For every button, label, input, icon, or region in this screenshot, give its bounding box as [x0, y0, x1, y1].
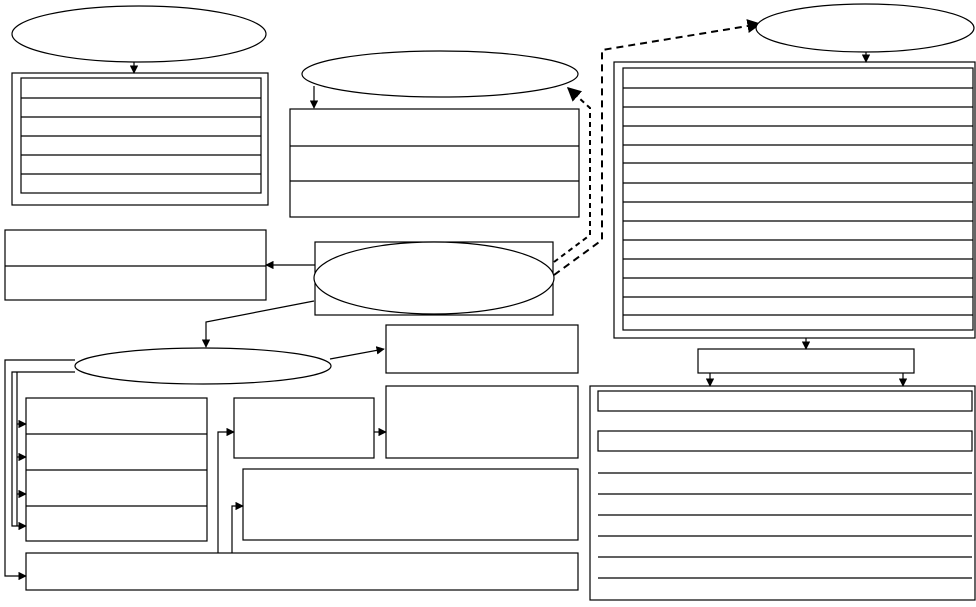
right-big-list-outer — [613, 61, 976, 339]
top-middle-ellipse — [301, 50, 579, 98]
dashed-connector-to-middle — [553, 87, 591, 263]
arrow-lower-to-right-box — [329, 346, 385, 360]
connector-to-middle-small — [217, 427, 235, 553]
middle-list-rows — [290, 145, 579, 182]
right-bottom-list-inner-2 — [597, 430, 973, 452]
right-bottom-list-outer — [589, 385, 976, 601]
feeder-inner — [11, 371, 75, 531]
right-small-box-bottom — [385, 385, 579, 459]
middle-small-box — [233, 397, 375, 459]
connector-to-middle-wide — [231, 501, 244, 553]
right-header-box — [697, 348, 915, 374]
right-big-list-rows — [623, 87, 973, 316]
top-left-ellipse — [11, 5, 267, 63]
bottom-wide-box — [25, 552, 579, 591]
top-left-list-box — [11, 72, 269, 206]
right-small-box-top — [385, 324, 579, 374]
feeder-outer — [4, 359, 75, 581]
top-right-ellipse — [755, 3, 975, 53]
arrow-center-to-lower — [201, 300, 315, 348]
top-left-list-rows — [21, 97, 261, 175]
center-ellipse — [313, 241, 555, 315]
lower-left-ellipse — [74, 347, 332, 385]
dashed-connector-to-right — [553, 19, 762, 276]
middle-wide-box — [242, 468, 579, 541]
stack-list-rows — [26, 433, 207, 507]
right-bottom-list-inner — [597, 390, 973, 412]
middle-list-box — [289, 108, 580, 218]
right-bottom-list-rows — [598, 472, 972, 579]
right-big-list-inner — [622, 67, 974, 331]
left-list-box — [4, 229, 267, 301]
